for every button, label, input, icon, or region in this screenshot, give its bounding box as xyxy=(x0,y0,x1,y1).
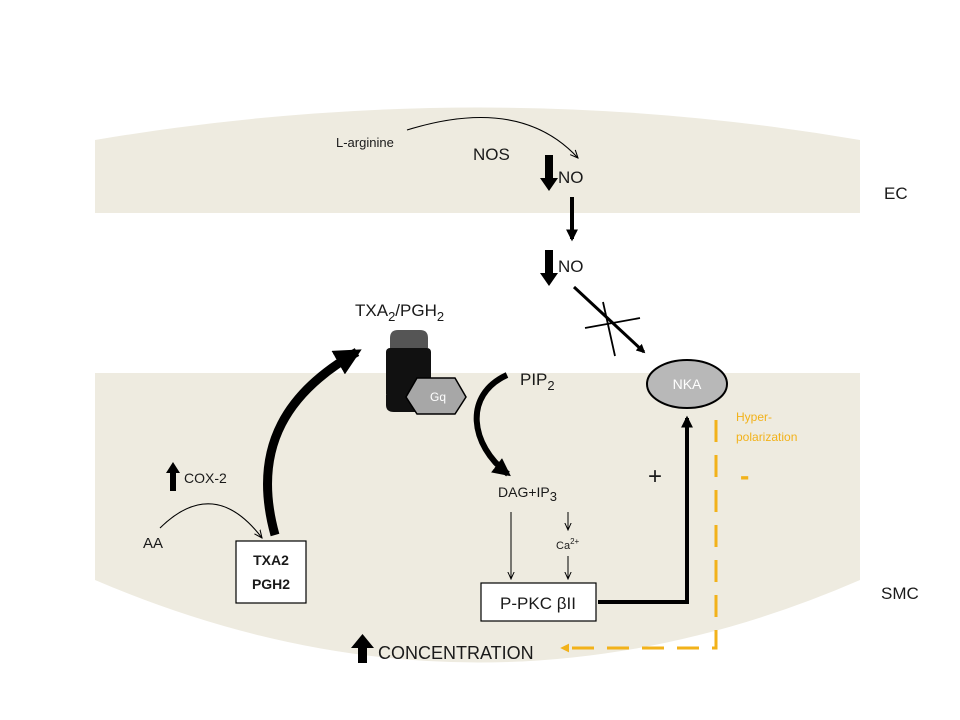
gq-protein-icon xyxy=(405,377,467,415)
blocked-no-nka-arrow xyxy=(572,285,646,354)
l-arginine-arrow xyxy=(406,116,578,159)
txa2-pgh2-box xyxy=(235,540,307,604)
no-ec-label: NO xyxy=(558,168,584,187)
hyperpolarization-label-2: polarization xyxy=(736,430,797,444)
ppkc-label: P-PKC βII xyxy=(500,594,576,613)
concentration-label: CONCENTRATION xyxy=(378,643,534,663)
concentration-increase-arrow xyxy=(351,634,374,663)
ppkc-box xyxy=(480,582,597,622)
txa2-to-receptor-arrow xyxy=(263,348,362,537)
pgh2-box-label: PGH2 xyxy=(252,576,290,592)
activation-plus: + xyxy=(648,463,662,490)
cox2-label: COX-2 xyxy=(184,470,227,486)
pip2-to-dag-arrow xyxy=(473,372,511,477)
ec-membrane xyxy=(95,107,860,213)
gq-label: Gq xyxy=(430,390,446,404)
aa-to-txa2-arrow xyxy=(159,503,262,538)
hyperpolarization-minus: - xyxy=(740,460,749,491)
block-cross-a xyxy=(584,317,641,329)
smc-label: SMC xyxy=(881,584,919,603)
ca-label: Ca2+ xyxy=(556,537,580,552)
dag-ip3-label: DAG+IP3 xyxy=(498,484,557,504)
no-decrease-arrow-smc xyxy=(540,250,558,286)
hyperpolarization-arrow xyxy=(560,420,718,653)
block-cross-b xyxy=(602,301,616,357)
nka-pump xyxy=(646,359,728,409)
nka-label: NKA xyxy=(673,376,702,392)
txa-pgh-receptor-label: TXA2/PGH2 xyxy=(355,301,444,324)
txa2-box-label: TXA2 xyxy=(253,552,289,568)
pkc-to-nka-arrow xyxy=(598,415,693,604)
no-smc-label: NO xyxy=(558,257,584,276)
hyperpolarization-label-1: Hyper- xyxy=(736,410,772,424)
aa-label: AA xyxy=(143,535,163,552)
cox2-increase-arrow xyxy=(166,462,180,491)
nos-label: NOS xyxy=(473,145,510,164)
ec-label: EC xyxy=(884,184,908,203)
no-decrease-arrow-ec xyxy=(540,155,558,191)
l-arginine-label: L-arginine xyxy=(336,135,394,150)
pip2-label: PIP2 xyxy=(520,370,555,393)
